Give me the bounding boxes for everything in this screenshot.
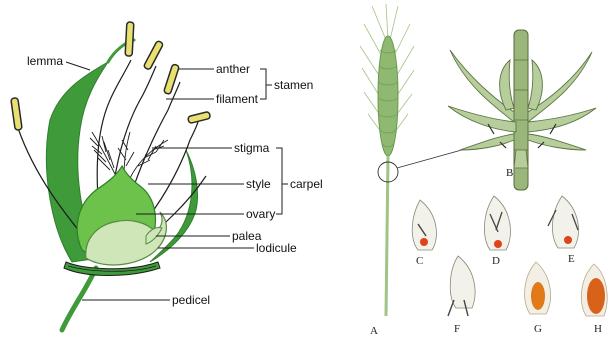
spikelet-enlarged [448, 30, 596, 190]
floret-c [412, 200, 436, 250]
panel-label-g: G [534, 324, 542, 335]
panel-label-a: A [370, 326, 378, 337]
panel-label-b: B [506, 168, 513, 179]
panel-label-d: D [492, 256, 500, 267]
panel-label-e: E [568, 254, 575, 265]
floret-g [525, 262, 551, 314]
floret-e [548, 196, 578, 248]
floret-h [581, 264, 607, 316]
floret-f [448, 256, 475, 316]
floret-d [484, 196, 510, 250]
wheat-spike [360, 4, 512, 316]
panel-label-f: F [454, 324, 460, 335]
panel-label-c: C [416, 256, 423, 267]
panel-label-h: H [594, 324, 602, 335]
